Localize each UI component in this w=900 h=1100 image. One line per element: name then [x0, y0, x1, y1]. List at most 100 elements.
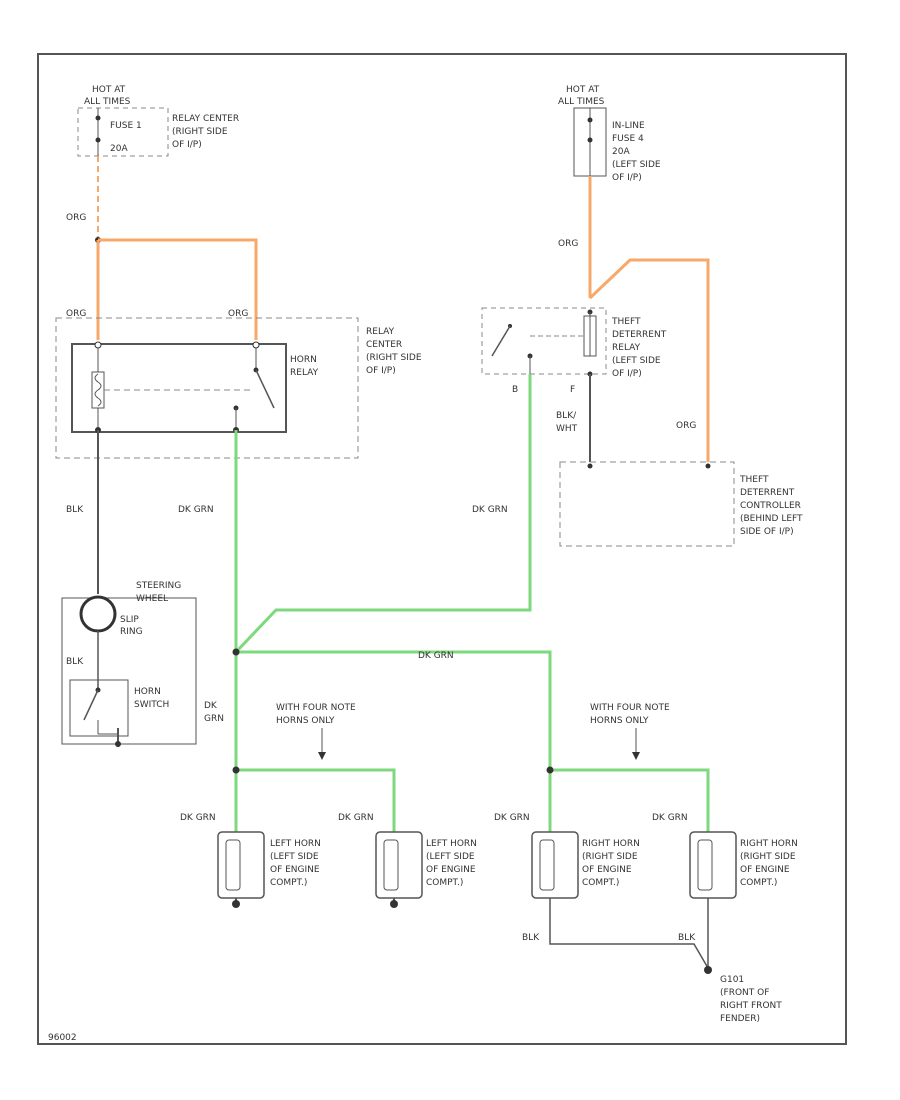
horn-1: LEFT HORN (LEFT SIDE OF ENGINE COMPT.)	[217, 831, 321, 908]
horn-relay-label-2: RELAY	[290, 368, 319, 378]
horn-label-2: (LEFT SIDE	[426, 852, 475, 862]
pin-f-label: F	[570, 385, 575, 395]
wire-label-dk-grn: DK GRN	[180, 813, 216, 823]
relay-center-loc-3: (RIGHT SIDE	[366, 353, 422, 363]
horn-bell	[539, 839, 555, 891]
fuse4-loc-2: OF I/P)	[612, 173, 642, 183]
horn-label-1: LEFT HORN	[426, 839, 477, 849]
wire-label-blk: BLK	[522, 933, 540, 943]
theft-controller-label-5: SIDE OF I/P)	[740, 527, 794, 537]
blk-wire	[549, 898, 709, 969]
horn-bell	[383, 839, 399, 891]
diagram-border	[37, 53, 847, 1045]
fuse1-box	[77, 107, 169, 157]
relay-terminal	[252, 341, 260, 349]
horn-label-2: (RIGHT SIDE	[582, 852, 638, 862]
splice-dot	[232, 648, 240, 656]
theft-relay-label-1: THEFT	[611, 317, 641, 327]
horn-switch-label-1: HORN	[134, 687, 161, 697]
note-arrow-head	[318, 752, 326, 760]
horn-2: LEFT HORN (LEFT SIDE OF ENGINE COMPT.)	[375, 831, 477, 908]
theft-relay-label-5: OF I/P)	[612, 369, 642, 379]
wire-label-dk-grn: DK GRN	[418, 651, 454, 661]
fuse1-loc-3: OF I/P)	[172, 140, 202, 150]
steering-title-1: STEERING	[136, 581, 181, 591]
steering-wheel-block: STEERING WHEEL SLIP RING BLK HORN SWITCH	[61, 581, 197, 747]
fuse4-hot-label: HOT AT	[566, 85, 600, 95]
theft-relay-coil	[583, 315, 597, 357]
horn-body	[375, 831, 423, 899]
horn-label-4: COMPT.)	[582, 878, 619, 888]
note-arrow-head	[632, 752, 640, 760]
horn-label-3: OF ENGINE	[740, 865, 790, 875]
wire-label-dk-grn: DK GRN	[494, 813, 530, 823]
fuse-1-block: HOT AT ALL TIMES FUSE 1 20A RELAY CENTER…	[77, 85, 239, 157]
horn-label-4: COMPT.)	[426, 878, 463, 888]
fuse4-label-1: IN-LINE	[612, 121, 645, 131]
wire-label-org: ORG	[558, 239, 578, 249]
theft-relay-box	[481, 307, 607, 375]
fuse4-terminal	[587, 117, 593, 123]
wire-label-dk-grn: DK GRN	[338, 813, 374, 823]
relay-terminal	[94, 341, 102, 349]
theft-controller-block: THEFT DETERRENT CONTROLLER (BEHIND LEFT …	[559, 461, 803, 547]
horn-label-3: OF ENGINE	[582, 865, 632, 875]
wire-label-org: ORG	[66, 213, 86, 223]
fuse4-loc-1: (LEFT SIDE	[612, 160, 661, 170]
horn-bell	[225, 839, 241, 891]
wire-label-grn: GRN	[204, 714, 224, 724]
ground-point	[115, 741, 121, 747]
org-wire	[588, 258, 710, 462]
wire-label-blk-wht-1: BLK/	[556, 411, 577, 421]
wire-label-org: ORG	[228, 309, 248, 319]
horn-body	[217, 831, 265, 899]
fuse1-terminal	[95, 137, 101, 143]
wire-label-dk-grn: DK GRN	[178, 505, 214, 515]
fuse4-amps: 20A	[612, 147, 630, 157]
slip-ring	[79, 595, 117, 633]
four-note-text-1: WITH FOUR NOTE	[590, 703, 670, 713]
relay-center-loc-1: RELAY	[366, 327, 395, 337]
fuse1-loc-1: RELAY CENTER	[172, 114, 239, 124]
fuse1-label: FUSE 1	[110, 121, 142, 131]
theft-controller-label-4: (BEHIND LEFT	[740, 514, 803, 524]
relay-center-box	[55, 317, 359, 459]
horn-label-3: OF ENGINE	[426, 865, 476, 875]
coil-winding	[94, 373, 102, 407]
horn-label-1: RIGHT HORN	[740, 839, 798, 849]
fuse-4-block: HOT AT ALL TIMES IN-LINE FUSE 4 20A (LEF…	[558, 85, 661, 183]
splice-dot	[546, 766, 554, 774]
theft-relay-label-3: RELAY	[612, 343, 641, 353]
four-note-note-1: WITH FOUR NOTE HORNS ONLY	[276, 703, 356, 760]
horn-label-4: COMPT.)	[740, 878, 777, 888]
dk-grn-wiring: DK GRN DK GRN DK GRN DK GRN DK GRN DK GR…	[178, 374, 710, 832]
wire-label-blk-wht-2: WHT	[556, 424, 578, 434]
controller-terminal	[587, 463, 593, 469]
wire-label-org: ORG	[66, 309, 86, 319]
relay-center-loc-2: CENTER	[366, 340, 402, 350]
ground-loc-3: FENDER)	[720, 1014, 760, 1024]
theft-controller-label-2: DETERRENT	[740, 488, 795, 498]
theft-switch-arm	[491, 325, 511, 357]
wire-label-dk-grn: DK GRN	[472, 505, 508, 515]
horn-label-2: (LEFT SIDE	[270, 852, 319, 862]
four-note-text-1: WITH FOUR NOTE	[276, 703, 356, 713]
horn-label-2: (RIGHT SIDE	[740, 852, 796, 862]
theft-controller-box	[559, 461, 735, 547]
horn-4: RIGHT HORN (RIGHT SIDE OF ENGINE COMPT.)	[689, 831, 798, 899]
wire-label-dk: DK	[204, 701, 218, 711]
horn-body	[689, 831, 737, 899]
pin-b-label: B	[512, 385, 518, 395]
splice-dot	[232, 766, 240, 774]
relay-center-loc-4: OF I/P)	[366, 366, 396, 376]
horn-label-1: RIGHT HORN	[582, 839, 640, 849]
fuse1-hot-label: HOT AT	[92, 85, 126, 95]
slip-ring-label-1: SLIP	[120, 615, 139, 625]
horn-label-3: OF ENGINE	[270, 865, 320, 875]
wire-label-dk-grn: DK GRN	[652, 813, 688, 823]
horn-bell	[697, 839, 713, 891]
theft-controller-label-1: THEFT	[739, 475, 769, 485]
wire-label-blk: BLK	[66, 505, 84, 515]
four-note-text-2: HORNS ONLY	[590, 716, 649, 726]
